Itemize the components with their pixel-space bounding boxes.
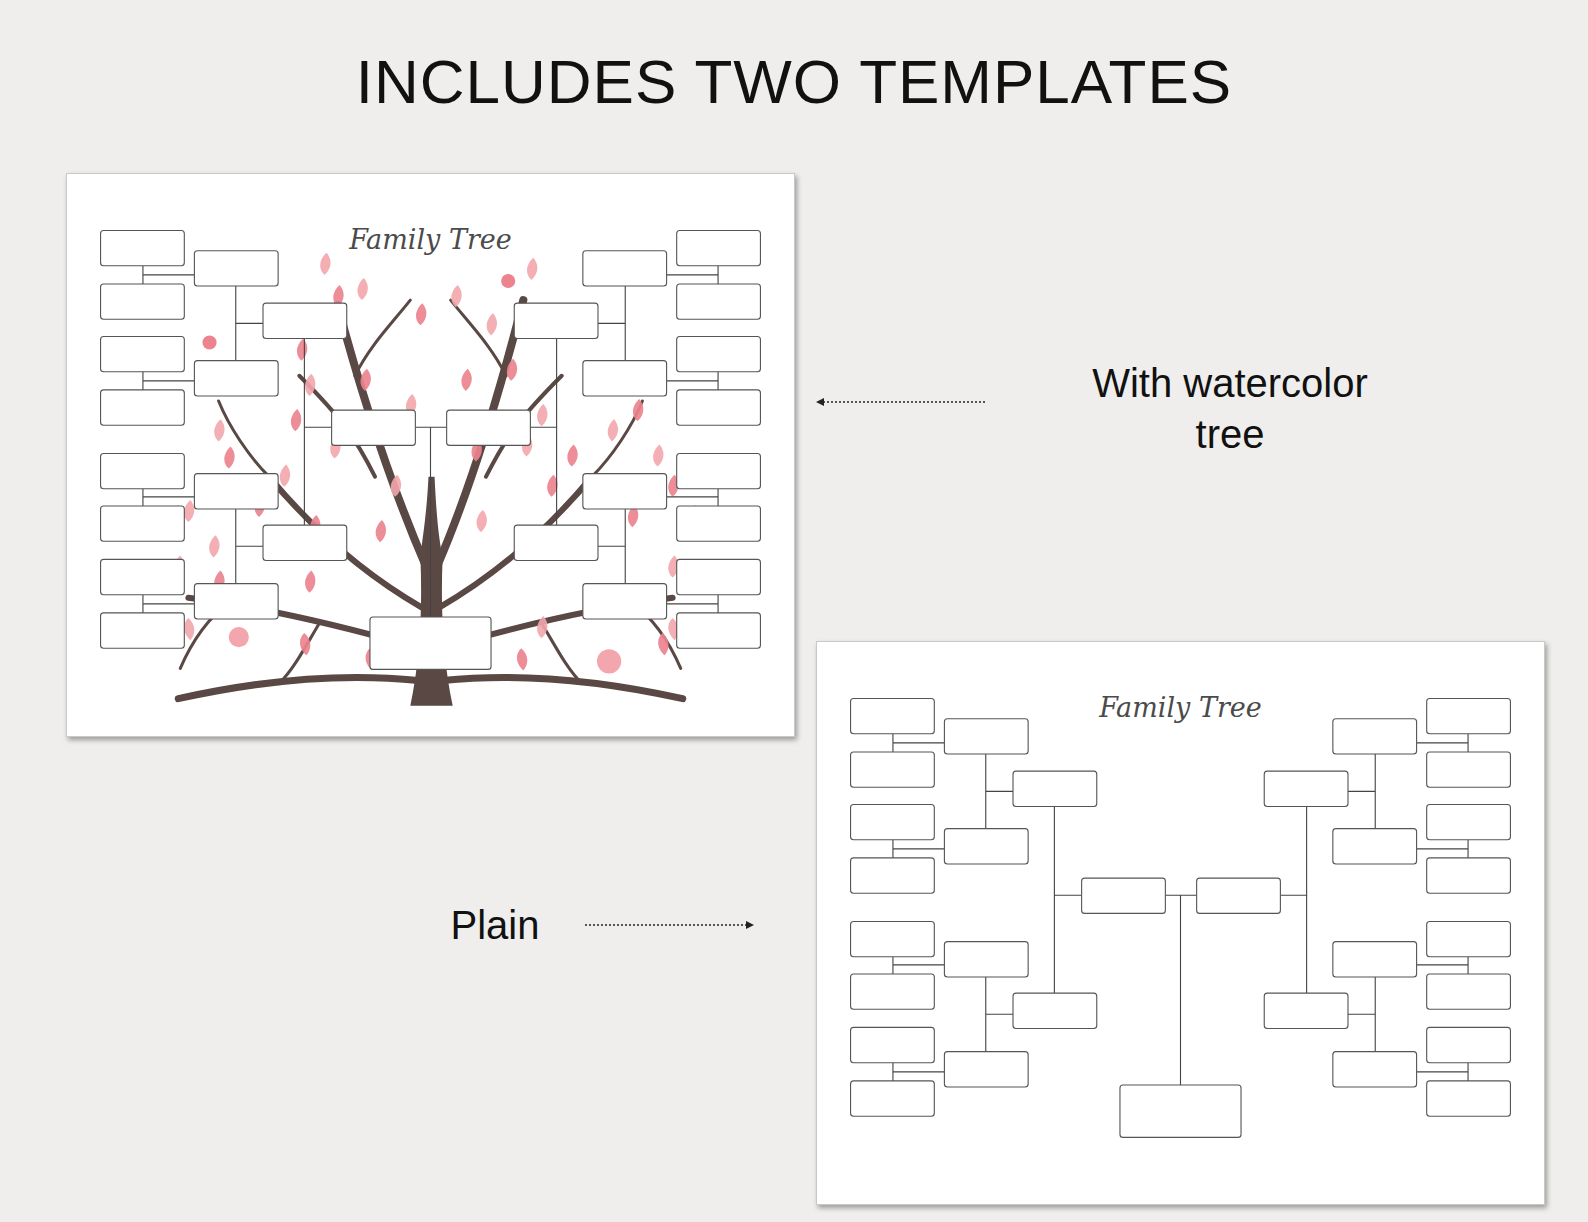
dotted-leader: [822, 401, 985, 403]
plain-template: [817, 642, 1544, 1204]
petal-dot: [229, 627, 249, 647]
template-title: Family Tree: [67, 224, 794, 255]
tree-frame: [851, 699, 1511, 1138]
leaves-light: [174, 253, 679, 640]
watercolor-tree-template: [67, 174, 794, 736]
template-card: Family Tree: [816, 641, 1545, 1205]
branch: [451, 300, 506, 376]
branch: [443, 677, 683, 698]
tree-frame: [101, 231, 761, 670]
template-card: Family Tree: [66, 173, 795, 737]
branch: [279, 623, 319, 684]
petal-dot: [202, 335, 216, 349]
arrow-head: [746, 921, 754, 929]
template-title: Family Tree: [817, 692, 1544, 723]
tree-trunk: [410, 477, 452, 706]
branch: [355, 300, 410, 376]
petal-dot: [501, 274, 515, 288]
branch: [541, 623, 581, 684]
callout-label: Plain: [395, 900, 595, 951]
page-title: INCLUDES TWO TEMPLATES: [0, 46, 1588, 117]
petal-dot: [597, 649, 621, 673]
callout-label: With watercolor tree: [1060, 358, 1400, 460]
arrow-head: [816, 398, 824, 406]
dotted-leader: [585, 924, 748, 926]
branch: [178, 677, 418, 698]
